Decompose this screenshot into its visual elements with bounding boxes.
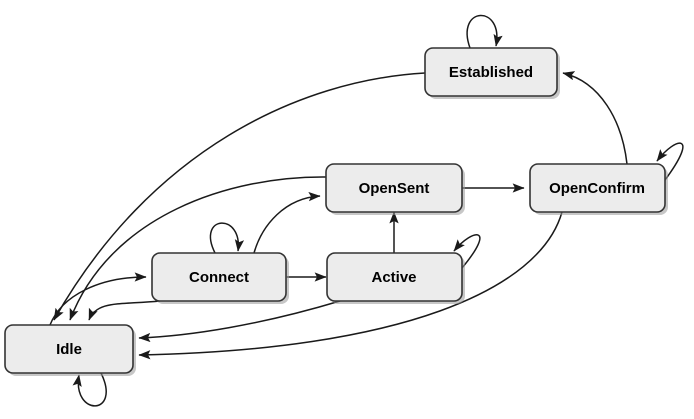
state-label-active: Active	[371, 269, 416, 286]
edge-active-self-loop	[453, 234, 481, 269]
edge-connect-to-opensent	[253, 192, 321, 254]
edge-connect-to-idle	[88, 300, 161, 321]
edge-established-to-idle	[53, 72, 426, 321]
edge-established-self-loop	[466, 14, 503, 49]
state-node-active[interactable]: Active	[326, 252, 465, 304]
state-node-openconfirm[interactable]: OpenConfirm	[529, 163, 668, 215]
states-layer: Idle Connect Active OpenSent OpenConfirm	[4, 47, 668, 376]
edge-openconfirm-self-loop	[656, 142, 684, 181]
edge-openconfirm-to-established	[562, 71, 628, 165]
state-label-opensent: OpenSent	[359, 180, 430, 197]
edge-idle-to-connect	[49, 272, 147, 326]
state-node-idle[interactable]: Idle	[4, 324, 136, 376]
edge-opensent-to-idle	[69, 176, 327, 321]
edge-connect-self-loop	[209, 222, 245, 254]
state-node-opensent[interactable]: OpenSent	[325, 163, 465, 215]
edges-layer	[49, 14, 684, 407]
state-label-openconfirm: OpenConfirm	[549, 180, 645, 197]
state-node-established[interactable]: Established	[424, 47, 560, 99]
edge-idle-self-loop	[72, 372, 107, 407]
state-label-established: Established	[449, 64, 533, 81]
state-label-connect: Connect	[189, 269, 249, 286]
state-label-idle: Idle	[56, 341, 82, 358]
state-node-connect[interactable]: Connect	[151, 252, 289, 304]
edge-active-to-idle	[138, 300, 341, 343]
edge-openconfirm-to-idle	[138, 211, 563, 360]
